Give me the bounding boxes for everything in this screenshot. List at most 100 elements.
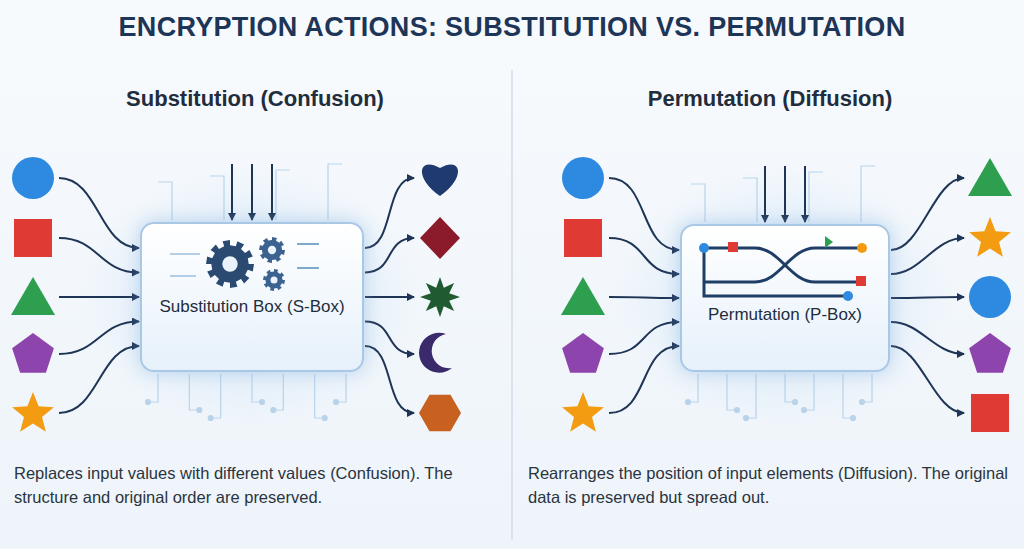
trace-dot xyxy=(744,416,749,421)
trace xyxy=(148,374,158,402)
trace-dot xyxy=(334,400,339,405)
p-box: Permutation (P-Box) xyxy=(680,224,890,372)
output-arrow xyxy=(891,346,964,413)
trace xyxy=(158,182,172,220)
divider xyxy=(511,70,513,540)
top-arrow xyxy=(251,164,253,220)
trace xyxy=(252,374,262,402)
output-arrow xyxy=(365,296,414,298)
input-arrow xyxy=(59,346,139,413)
flow-arrows xyxy=(59,164,964,413)
trace xyxy=(189,374,199,410)
trace-dot xyxy=(686,400,691,405)
trace xyxy=(328,164,342,220)
top-arrow xyxy=(784,166,786,222)
trace xyxy=(688,374,698,402)
input-arrow xyxy=(59,238,139,273)
triangle-symbol xyxy=(968,158,1012,196)
trace xyxy=(276,170,290,220)
diamond-symbol xyxy=(420,217,460,259)
gear-hole xyxy=(222,256,237,271)
section-heading: Permutation (Diffusion) xyxy=(555,86,985,112)
star-symbol xyxy=(969,217,1011,257)
route-line xyxy=(704,248,848,296)
trace-dot xyxy=(197,408,202,413)
trace xyxy=(210,176,224,220)
output-arrow xyxy=(365,238,414,273)
gear-hole xyxy=(270,276,277,283)
star8-symbol xyxy=(420,277,460,317)
square-symbol xyxy=(14,219,52,257)
square-symbol xyxy=(971,394,1009,432)
triangle-symbol xyxy=(11,277,55,315)
trace-dot xyxy=(851,416,856,421)
trace xyxy=(862,374,872,402)
s-box: Substitution Box (S-Box) xyxy=(140,222,364,372)
gear xyxy=(259,237,285,263)
input-arrow xyxy=(609,297,679,298)
trace xyxy=(336,374,346,402)
section-heading: Substitution (Confusion) xyxy=(40,86,470,112)
top-arrow xyxy=(231,164,233,220)
box-label: Substitution Box (S-Box) xyxy=(142,296,362,317)
trace-dot xyxy=(322,416,327,421)
trace xyxy=(211,374,221,418)
triangle-symbol xyxy=(561,277,605,315)
circle-symbol xyxy=(562,157,604,199)
trace xyxy=(746,374,756,418)
trace xyxy=(273,374,283,410)
trace xyxy=(315,374,325,418)
star-symbol xyxy=(12,392,54,432)
pentagon-symbol xyxy=(12,333,54,373)
dot xyxy=(843,291,853,301)
moon-symbol xyxy=(419,333,452,373)
trace-dot xyxy=(146,400,151,405)
dot xyxy=(857,243,867,253)
trace-dot xyxy=(208,416,213,421)
pentagon-symbol xyxy=(562,333,604,373)
input-arrow xyxy=(609,238,679,274)
hexagon-symbol xyxy=(419,395,461,431)
gear-hole xyxy=(268,246,276,254)
description: Replaces input values with different val… xyxy=(14,462,500,510)
trace-dot xyxy=(735,408,740,413)
trace-dot xyxy=(860,400,865,405)
top-arrow xyxy=(764,166,766,222)
symbols xyxy=(11,157,1012,432)
trace xyxy=(804,374,814,410)
trace xyxy=(691,184,705,222)
trace xyxy=(809,172,823,222)
route-line xyxy=(704,248,862,282)
input-arrow xyxy=(59,178,139,248)
pentagon-symbol xyxy=(969,333,1011,373)
input-arrow xyxy=(609,322,679,354)
trace-dot xyxy=(802,408,807,413)
star-symbol xyxy=(562,392,604,432)
dot xyxy=(856,276,866,286)
top-arrow xyxy=(271,164,273,220)
heart-symbol xyxy=(422,165,458,196)
box-icon xyxy=(682,226,888,308)
box-label: Permutation (P-Box) xyxy=(682,304,888,325)
page-title: ENCRYPTION ACTIONS: SUBSTITUTION VS. PER… xyxy=(0,12,1024,43)
trace-dot xyxy=(793,400,798,405)
dot xyxy=(699,243,709,253)
trace xyxy=(861,166,875,222)
trace-dot xyxy=(271,408,276,413)
dot xyxy=(728,242,738,252)
circle-symbol xyxy=(12,157,54,199)
gear xyxy=(206,240,254,288)
square-symbol xyxy=(564,219,602,257)
output-arrow xyxy=(891,297,964,298)
output-arrow xyxy=(891,238,964,274)
trace-dot xyxy=(260,400,265,405)
output-arrow xyxy=(365,178,414,248)
output-arrow xyxy=(365,322,414,355)
route-line xyxy=(704,248,862,282)
trace xyxy=(743,178,757,222)
trace xyxy=(785,374,795,402)
input-arrow xyxy=(609,346,679,413)
dot xyxy=(825,236,833,248)
trace xyxy=(843,374,853,418)
circle-symbol xyxy=(969,276,1011,318)
